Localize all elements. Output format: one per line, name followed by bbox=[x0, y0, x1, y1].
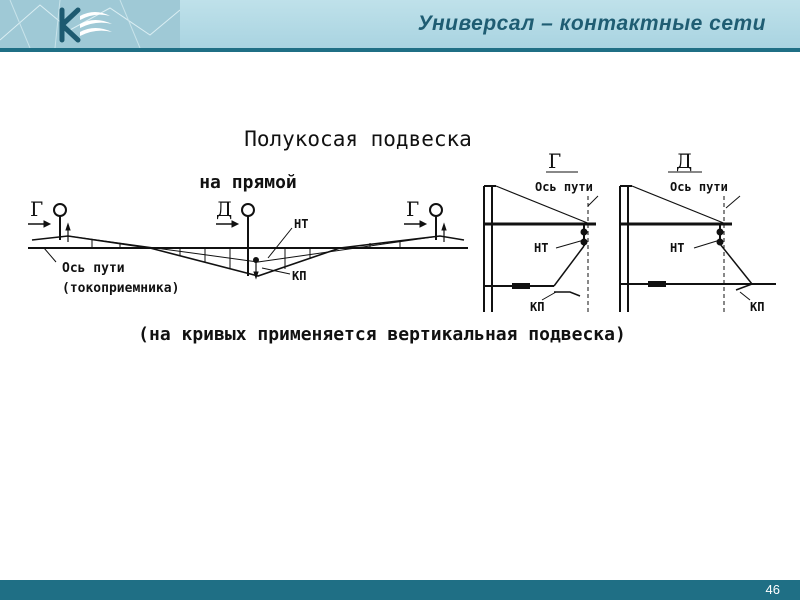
label-d-section: Д bbox=[676, 149, 692, 173]
diagram-title: Полукосая подвеска bbox=[244, 127, 472, 151]
label-axis-line2: (токоприемника) bbox=[62, 281, 179, 296]
label-nt-left: НТ bbox=[294, 217, 308, 231]
straight-track-diagram bbox=[28, 203, 468, 280]
footer-bar: 46 bbox=[0, 580, 800, 600]
page-number: 46 bbox=[765, 582, 780, 597]
label-nt-d: НТ bbox=[670, 241, 684, 255]
cross-section-g bbox=[483, 171, 599, 312]
label-axis-g: Ось пути bbox=[535, 180, 593, 194]
label-kp-g: КП bbox=[530, 300, 544, 314]
header-title: Универсал – контактные сети bbox=[417, 12, 766, 35]
label-nt-g: НТ bbox=[534, 241, 548, 255]
header-divider bbox=[0, 48, 800, 52]
cross-section-d bbox=[619, 171, 776, 312]
header-bar: Универсал – контактные сети bbox=[0, 0, 800, 48]
curve-note: (на кривых применяется вертикальная подв… bbox=[138, 324, 626, 345]
label-axis-line1: Ось пути bbox=[62, 261, 125, 276]
label-g-left: Г bbox=[30, 197, 43, 221]
label-g-right: Г bbox=[406, 197, 419, 221]
diagram-subtitle: на прямой bbox=[199, 172, 297, 193]
label-g-section: Г bbox=[548, 149, 561, 173]
label-kp-d: КП bbox=[750, 300, 764, 314]
label-axis-d: Ось пути bbox=[670, 180, 728, 194]
label-d-center: Д bbox=[216, 197, 232, 221]
suspension-diagram: Полукосая подвеска на прямой bbox=[28, 127, 776, 345]
label-kp-left: КП bbox=[292, 269, 306, 283]
company-logo bbox=[0, 0, 180, 48]
